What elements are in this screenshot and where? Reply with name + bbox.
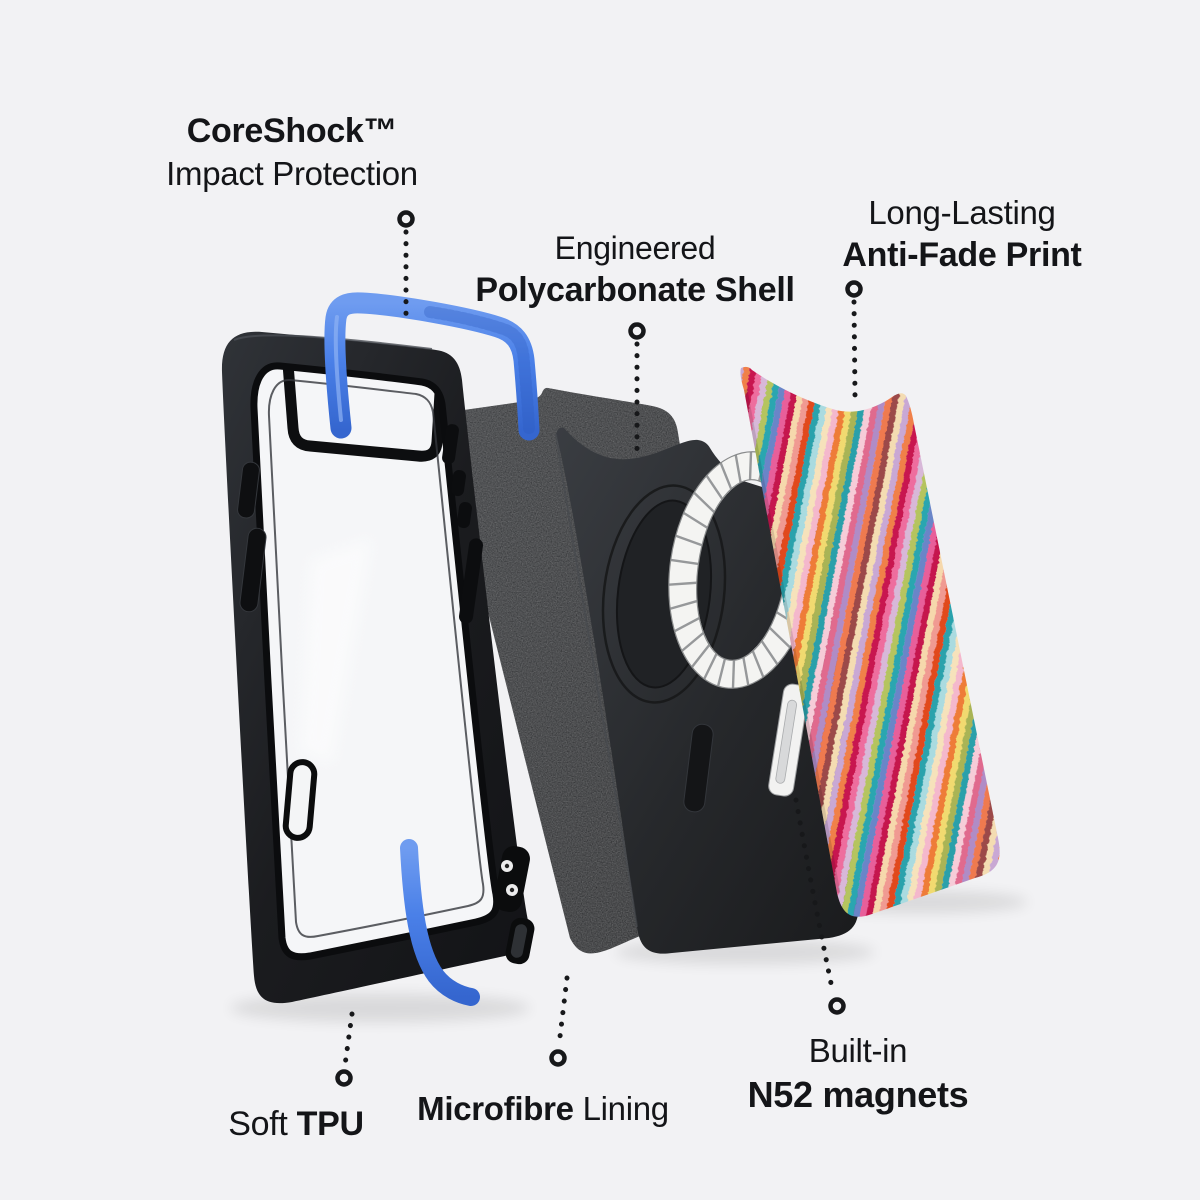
coreshock-inserts <box>324 292 540 1006</box>
magnet-ring-segment-line <box>768 627 791 649</box>
mic-hole-center <box>509 887 515 893</box>
shell-edge-highlight <box>555 433 638 928</box>
magnet-ring-segment-line <box>760 640 779 665</box>
leader-line-magnets <box>793 797 836 996</box>
magnet-ring-segment-line <box>734 454 742 483</box>
leader-dot-lining <box>549 1049 567 1067</box>
coreshock-highlight <box>333 315 343 422</box>
lanyard-slot <box>282 759 318 841</box>
label-magnets: Built-in N52 magnets <box>748 1030 969 1118</box>
rail-cutout <box>451 470 466 497</box>
mic-hole-center <box>504 863 510 869</box>
label-shell-subtitle: Engineered <box>554 230 716 266</box>
coreshock-bottom-insert <box>400 839 480 1006</box>
alignment-slot <box>683 723 714 813</box>
print-stripe <box>800 366 936 917</box>
magnet-ring-segment-line <box>691 644 711 668</box>
frame-top-highlight <box>233 334 433 350</box>
magnet-ring-segment-line <box>682 511 708 529</box>
label-lining: Microfibre Lining <box>417 1088 669 1130</box>
leader-dot-shell <box>628 322 646 340</box>
print-stripe <box>740 366 793 917</box>
print-stripe <box>986 366 1000 917</box>
tpu-frame-part <box>221 331 535 1004</box>
label-magnets-title: N52 magnets <box>747 1073 969 1115</box>
label-coreshock: CoreShock™ Impact Protection <box>166 110 418 195</box>
rail-cutout <box>442 424 459 465</box>
leader-dot-print <box>845 280 863 298</box>
leader-dot-tpu <box>335 1069 353 1087</box>
label-tpu-title: TPU <box>296 1105 364 1143</box>
magsafe-recess-ring <box>601 484 727 704</box>
print-stripe <box>973 366 1000 917</box>
print-stripe <box>812 366 948 917</box>
magnet-ring-segment-line <box>719 462 733 490</box>
leader-dot-magnets <box>828 997 846 1015</box>
label-coreshock-title: CoreShock™ <box>186 112 398 150</box>
magnet-ring-segment-line <box>751 650 765 678</box>
label-shell-title: Polycarbonate Shell <box>475 270 795 309</box>
magnet-bar-groove <box>775 699 797 784</box>
print-stripe <box>961 366 1000 917</box>
rail-cutout <box>457 502 472 529</box>
rail-slot <box>458 538 484 624</box>
leader-line-tpu <box>342 1011 355 1068</box>
magnet-ring-segment-line <box>670 558 699 566</box>
side-buttons <box>237 461 267 613</box>
print-stripe <box>955 366 1000 917</box>
label-print: Long-Lasting Anti-Fade Print <box>842 192 1081 277</box>
print-stripe <box>740 366 800 917</box>
clear-back-window <box>253 365 497 957</box>
print-stripe <box>806 366 942 917</box>
side-button-long <box>239 527 267 613</box>
leader-line-lining <box>556 975 570 1048</box>
window-lip-highlight <box>267 378 485 938</box>
print-stripe <box>942 366 1000 917</box>
print-stripe <box>794 366 930 917</box>
label-lining-suffix: Lining <box>582 1090 670 1127</box>
magnet-ring-segment-line <box>748 451 753 480</box>
print-stripe <box>967 366 1000 917</box>
label-tpu: Soft TPU <box>228 1103 364 1146</box>
coreshock-texture <box>424 306 535 434</box>
magnet-bar-part <box>768 683 809 797</box>
bottom-port-recess <box>494 846 535 965</box>
label-print-subtitle: Long-Lasting <box>868 194 1056 231</box>
label-magnets-subtitle: Built-in <box>808 1032 908 1069</box>
print-stripe <box>948 366 1000 917</box>
magnet-ring-segment-line <box>674 616 700 633</box>
magnet-ring-segment-line <box>705 475 724 500</box>
side-button-small <box>237 461 260 519</box>
magnet-ring-segment-line <box>668 581 697 586</box>
leader-dot-impact <box>397 210 415 228</box>
label-shell: Engineered Polycarbonate Shell <box>475 228 795 312</box>
magnet-ring-segment-line <box>703 653 718 680</box>
magnet-ring-segment-line <box>742 657 750 686</box>
print-stripe <box>992 366 1000 917</box>
magnet-ring-segment-line <box>731 660 736 689</box>
label-lining-title: Microfibre <box>417 1090 574 1127</box>
magnet-ring-segment-line <box>669 599 698 610</box>
label-print-title: Anti-Fade Print <box>842 235 1082 274</box>
magnet-ring-segment-line <box>693 491 716 513</box>
magnet-ring-segment-line <box>716 658 727 687</box>
label-tpu-prefix: Soft <box>228 1105 288 1143</box>
magnet-ring-segment-line <box>675 534 703 547</box>
inner-rail-cutouts <box>442 424 484 624</box>
print-stripe <box>936 366 1000 917</box>
usb-slot <box>510 924 528 958</box>
leader-line-print <box>851 299 858 398</box>
label-coreshock-subtitle: Impact Protection <box>166 155 418 193</box>
leader-lines <box>335 210 863 1087</box>
window-reflection <box>300 538 372 764</box>
print-stripe <box>740 366 806 917</box>
magnet-ring-segment-line <box>681 631 705 652</box>
print-stripe <box>818 366 954 917</box>
print-stripe <box>979 366 1000 917</box>
